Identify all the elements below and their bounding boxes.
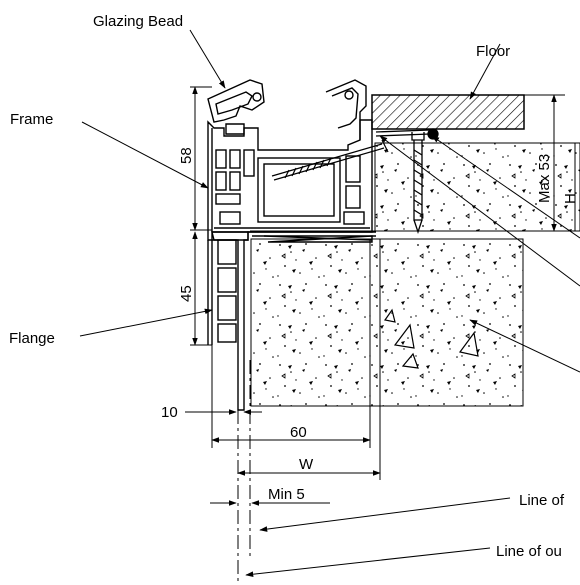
dimension-lines [185,86,576,506]
label-line-of-outer: Line of ou [496,543,562,560]
large-aggregate-marks [383,308,479,369]
dim-min-5: Min 5 [268,486,305,503]
dim-h: H [562,193,579,204]
dim-60: 60 [290,424,307,441]
dim-max-53: Max 53 [536,154,553,203]
fixing-screw [271,139,389,181]
dim-w: W [299,456,314,473]
dim-10: 10 [161,404,178,421]
leader-lines [79,29,580,577]
label-glazing-bead: Glazing Bead [93,13,183,30]
dim-58: 58 [178,147,195,164]
label-line-of-inner: Line of [519,492,565,509]
concrete-lower-block [250,238,524,407]
dim-45: 45 [178,285,195,302]
label-floor: Floor [476,43,510,60]
label-flange: Flange [9,330,55,347]
window-frame-profile [207,79,376,411]
floor-slab [371,94,525,130]
label-frame: Frame [10,111,53,128]
